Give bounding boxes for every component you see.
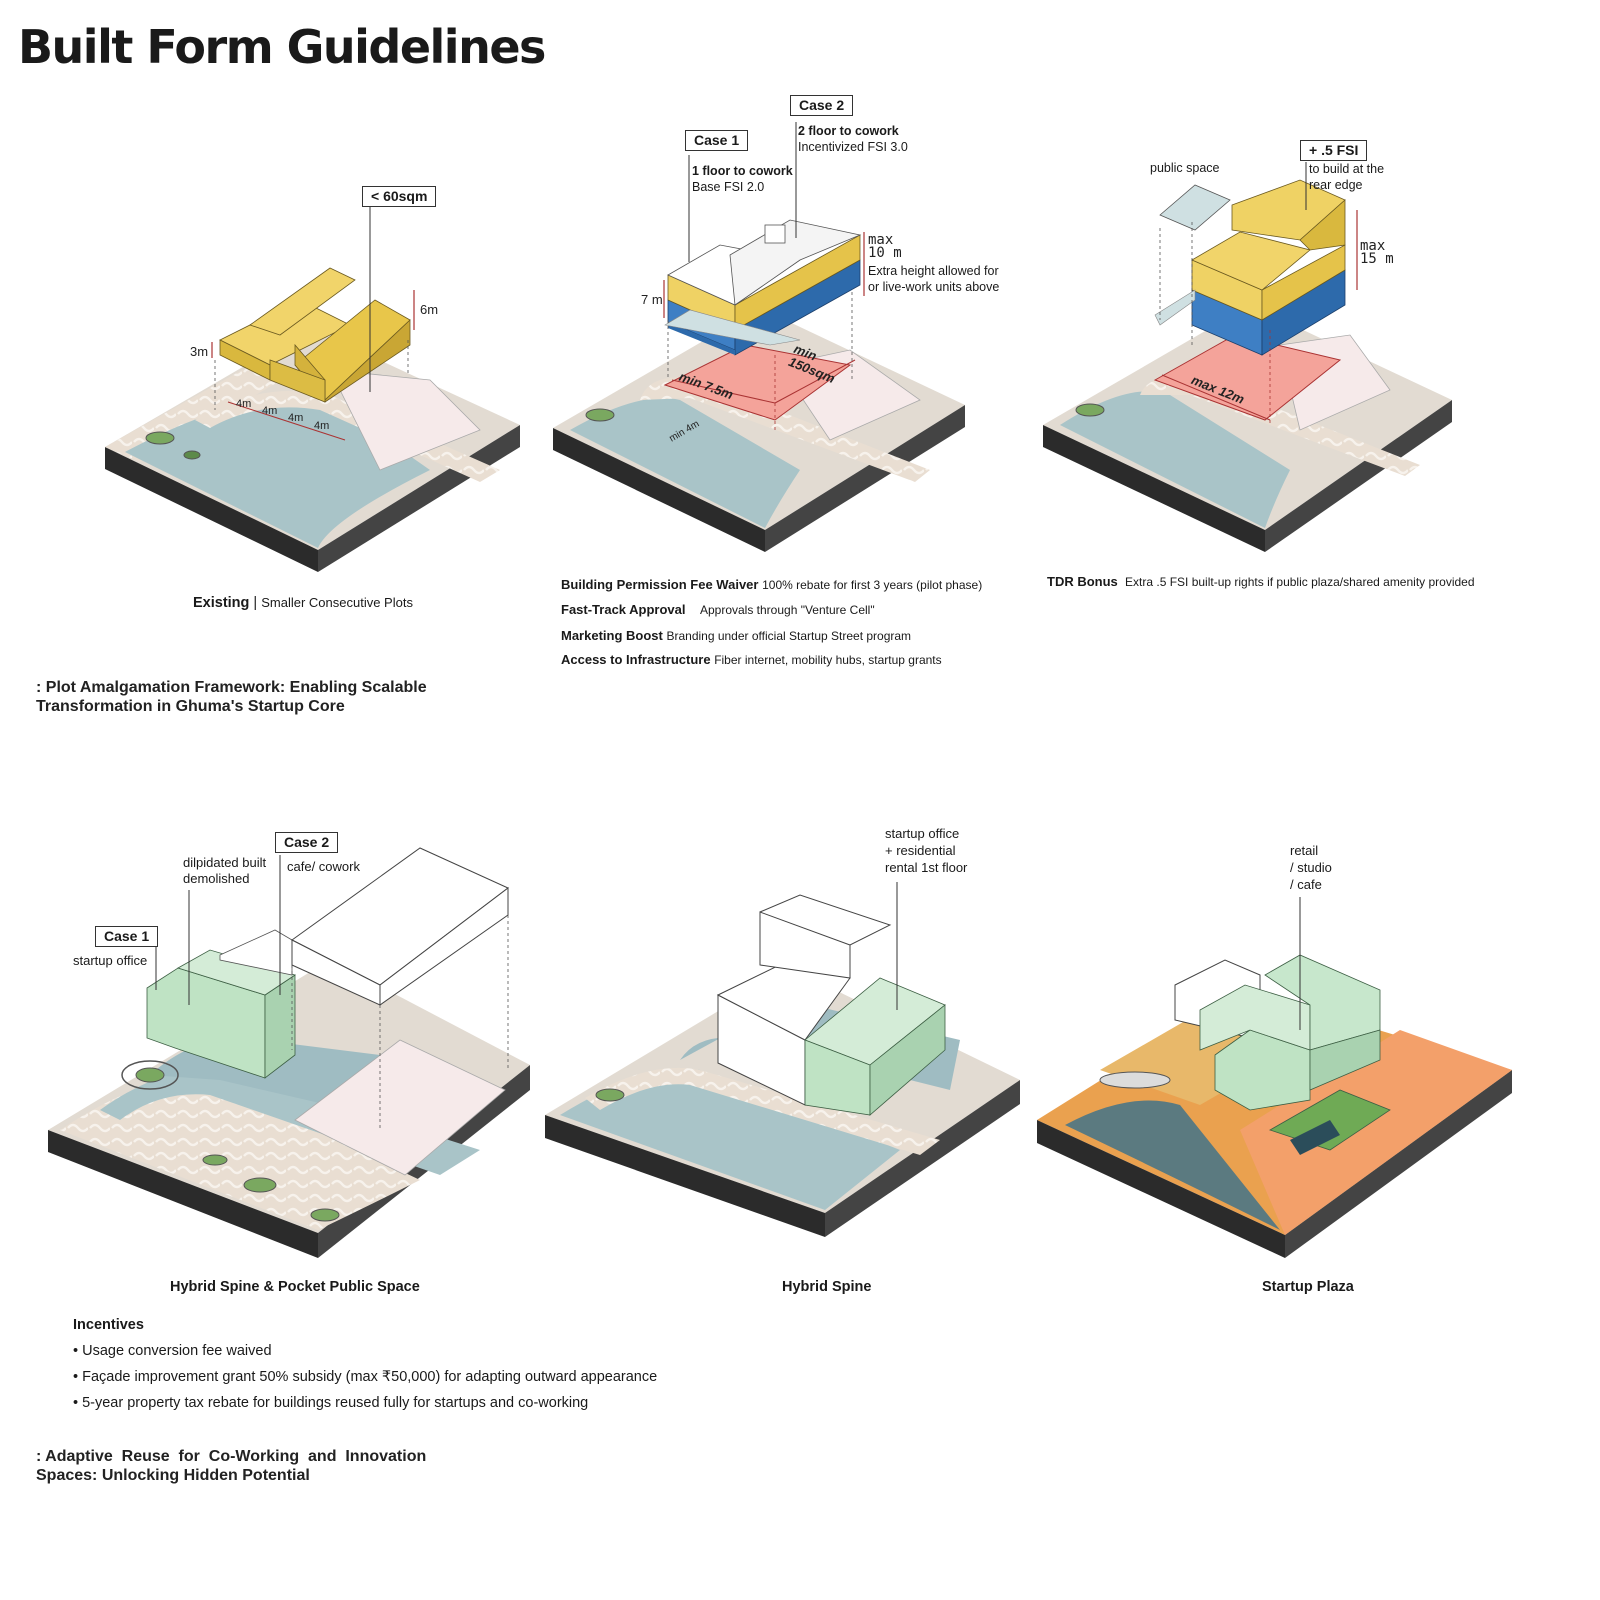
panel3-max-height: max 15 m (1360, 238, 1394, 267)
incentive-item-3: • 5-year property tax rebate for buildin… (73, 1395, 589, 1411)
panel2-case1-line1: 1 floor to cowork (692, 164, 793, 178)
panel3-public-space-label: public space (1150, 161, 1220, 175)
panel3-stacked-building (1154, 179, 1346, 356)
panel4-case1-note: startup office (73, 953, 148, 968)
panel3-fsi-note: to build at the rear edge (1309, 161, 1384, 193)
panel3-tdr-text: Extra .5 FSI built-up rights if public p… (1125, 575, 1475, 589)
panel1-height-6m: 6m (420, 302, 439, 317)
page-title: Built Form Guidelines (18, 20, 546, 74)
panel2-incentive-4-text: Fiber internet, mobility hubs, startup g… (714, 653, 942, 667)
panel1-yellow-buildings (219, 267, 411, 403)
framework2-heading: : Adaptive Reuse for Co-Working and Inno… (36, 1447, 426, 1485)
panel1-caption-rest: Smaller Consecutive Plots (261, 595, 413, 610)
panel1-isometric-block (105, 328, 520, 572)
panel6-note-line1: retail (1290, 843, 1319, 858)
panel3-fsi-line2: rear edge (1309, 178, 1363, 192)
framework2-line2: Spaces: Unlocking Hidden Potential (36, 1467, 310, 1484)
panel5-note-line1: startup office (885, 826, 960, 841)
panel2-incentive-1-bold: Building Permission Fee Waiver (561, 577, 759, 592)
panel6-note-line3: / cafe (1290, 877, 1322, 892)
panel3-max-value: 15 m (1360, 251, 1394, 267)
panel1-width-4m-1: 4m (236, 398, 252, 410)
panel2-case1-line2: Base FSI 2.0 (692, 180, 765, 194)
panel2-max-value: 10 m (868, 245, 902, 261)
panel4-case2-box: Case 2 (275, 832, 339, 853)
panel2-blue-yellow-buildings (664, 219, 862, 356)
panel2-case2-line2: Incentivized FSI 3.0 (798, 140, 908, 154)
panel2-incentive-3-bold: Marketing Boost (561, 628, 663, 643)
panel2-case2-note: 2 floor to cowork Incentivized FSI 3.0 (798, 123, 908, 155)
panel2-max-height: max 10 m (868, 232, 902, 261)
panel5-note-line3: rental 1st floor (885, 860, 968, 875)
panel6-note-line2: / studio (1290, 860, 1332, 875)
panel2-isometric-block (553, 308, 965, 552)
panel6-buildings (1174, 954, 1381, 1111)
incentives-heading: Incentives (73, 1317, 144, 1333)
panel2-incentive-3: Marketing Boost Branding under official … (561, 628, 911, 643)
panel4-case2-note: cafe/ cowork (287, 859, 360, 874)
panel2-incentive-4-bold: Access to Infrastructure (561, 652, 711, 667)
panel1-height-3m: 3m (190, 344, 209, 359)
panel2-case1-box: Case 1 (685, 130, 749, 151)
panel3-fsi-line1: to build at the (1309, 162, 1385, 176)
panel2-incentive-1: Building Permission Fee Waiver 100% reba… (561, 577, 982, 592)
framework1-line2: Transformation in Ghuma's Startup Core (36, 698, 345, 715)
panel4-case1-box: Case 1 (95, 926, 159, 947)
incentive-item-1: • Usage conversion fee waived (73, 1343, 272, 1359)
framework1-line1: : Plot Amalgamation Framework: Enabling … (36, 679, 427, 696)
panel5-buildings (716, 894, 946, 1116)
panel1-width-4m-2: 4m (262, 405, 278, 417)
panel4-dilap-line1: dilpidated built (183, 855, 267, 870)
panel3-isometric-block (1043, 305, 1452, 552)
panel1-caption-sep: | (249, 595, 262, 611)
panel4-buildings (146, 847, 509, 1130)
panel2-case2-box: Case 2 (790, 95, 854, 116)
panel5-caption: Hybrid Spine (782, 1279, 872, 1295)
panel3-max-label: max (1360, 238, 1386, 254)
panel2-incentive-2: Fast-Track Approval Approvals through "V… (561, 602, 875, 617)
panel2-max-label: max (868, 232, 894, 248)
panel5-note-line2: + residential (885, 843, 956, 858)
framework2-line1: : Adaptive Reuse for Co-Working and Inno… (36, 1448, 427, 1465)
panel5-note: startup office + residential rental 1st … (885, 825, 967, 876)
panel6-isometric-block (1037, 990, 1512, 1258)
panel2-extra-height-note: Extra height allowed for or live-work un… (868, 263, 999, 295)
panel2-case2-line1: 2 floor to cowork (798, 124, 899, 138)
panel3-tdr-bonus: TDR Bonus Extra .5 FSI built-up rights i… (1047, 574, 1475, 589)
panel3-tdr-bold: TDR Bonus (1047, 574, 1118, 589)
incentives-block: Incentives • Usage conversion fee waived… (73, 1312, 657, 1416)
panel1-caption-bold: Existing (193, 595, 250, 611)
panel1-area-box: < 60sqm (362, 186, 437, 207)
panel1-caption: Existing | Smaller Consecutive Plots (193, 595, 413, 611)
panel4-caption: Hybrid Spine & Pocket Public Space (170, 1279, 420, 1295)
panel2-incentive-2-text: Approvals through "Venture Cell" (699, 603, 875, 617)
panel2-extra-line2: or live-work units above (868, 280, 1000, 294)
panel2-incentive-3-text: Branding under official Startup Street p… (666, 629, 912, 643)
panel4-dilapidated-note: dilpidated built demolished (183, 855, 266, 887)
panel2-incentive-2-bold: Fast-Track Approval (561, 602, 686, 617)
panel2-height-7m: 7 m (641, 292, 663, 307)
panel1-width-4m-4: 4m (314, 420, 330, 432)
panel6-note: retail / studio / cafe (1290, 842, 1332, 893)
panel1-width-4m-3: 4m (288, 412, 304, 424)
panel2-incentive-1-text: 100% rebate for first 3 years (pilot pha… (762, 578, 983, 592)
incentive-item-2: • Façade improvement grant 50% subsidy (… (73, 1369, 658, 1385)
panel3-fsi-box: + .5 FSI (1300, 140, 1368, 161)
framework1-heading: : Plot Amalgamation Framework: Enabling … (36, 678, 427, 716)
panel2-incentive-4: Access to Infrastructure Fiber internet,… (561, 652, 942, 667)
panel6-caption: Startup Plaza (1262, 1279, 1354, 1295)
panel2-case1-note: 1 floor to cowork Base FSI 2.0 (692, 163, 793, 195)
panel4-dilap-line2: demolished (183, 871, 250, 886)
panel2-extra-line1: Extra height allowed for (868, 264, 999, 278)
